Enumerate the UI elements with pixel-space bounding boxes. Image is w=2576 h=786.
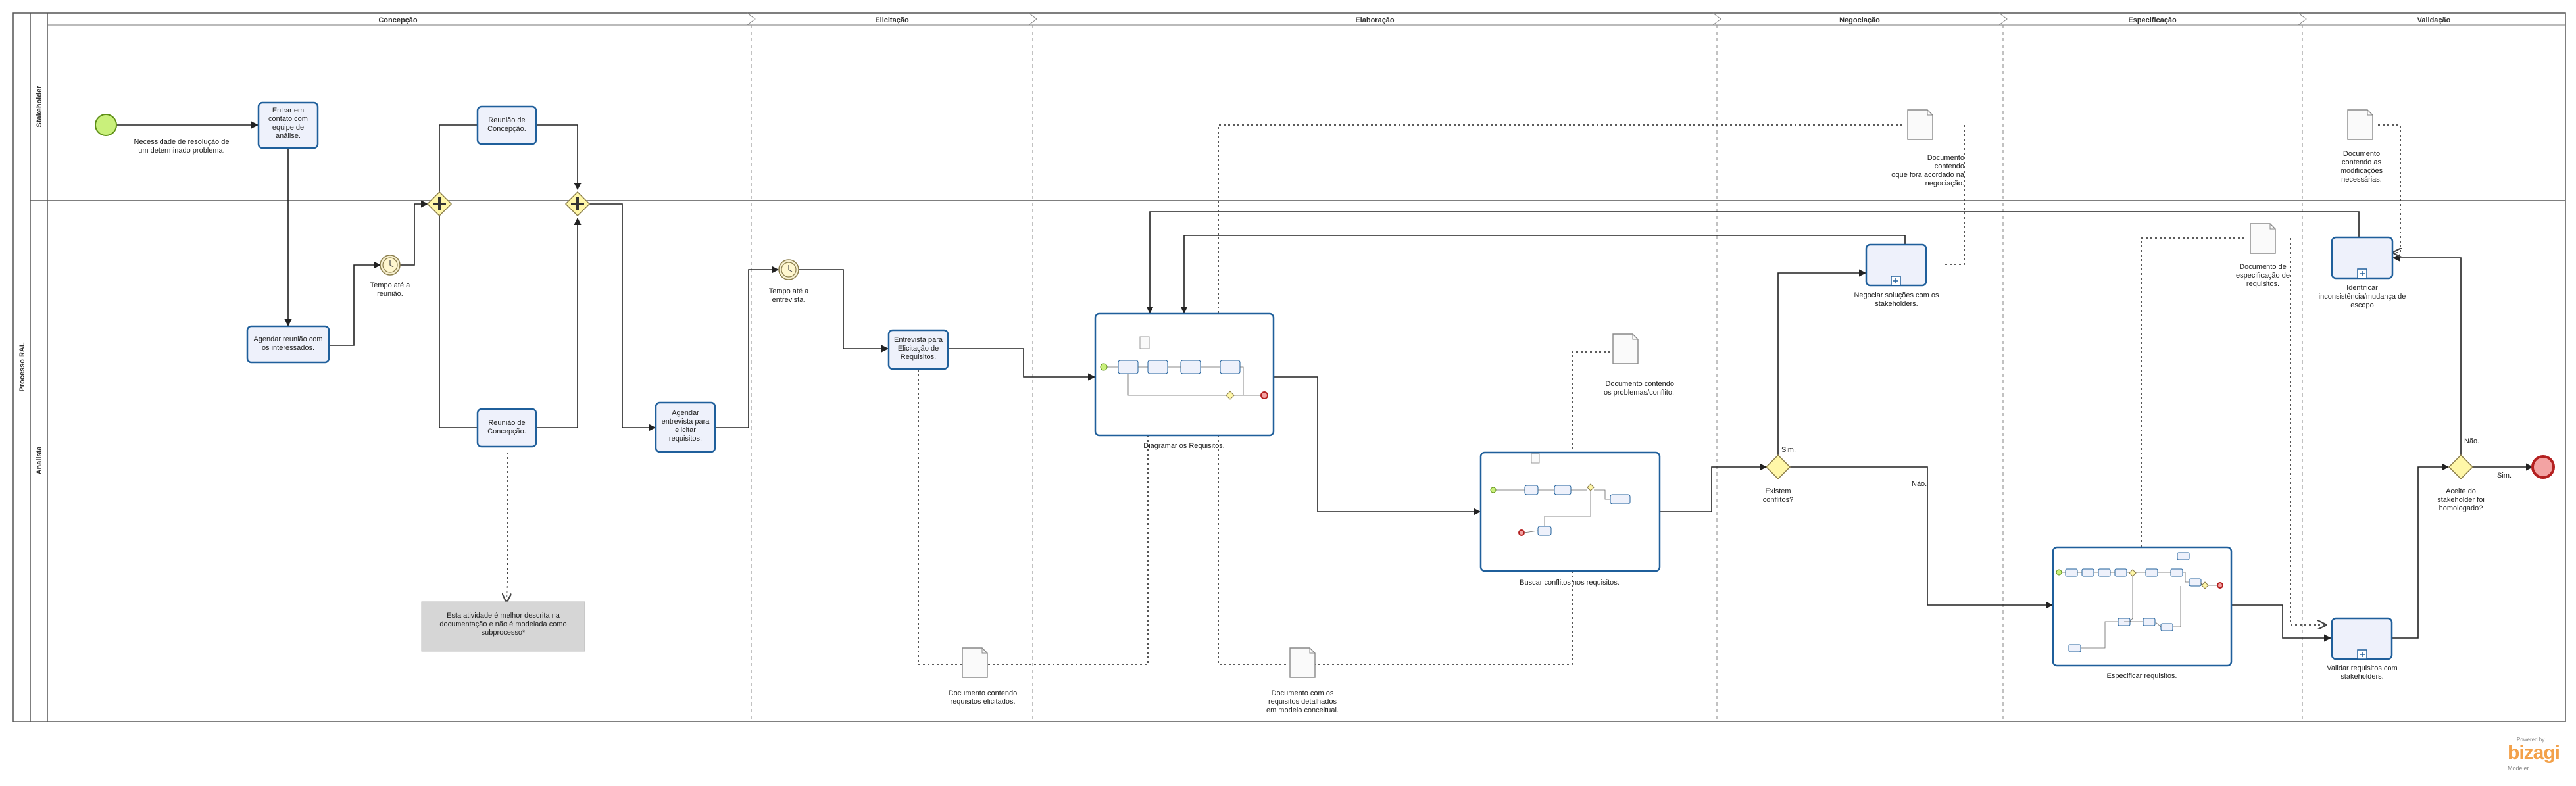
subprocess-identificar[interactable] (2331, 236, 2394, 280)
document-especificacao (2250, 223, 2276, 254)
task-reuniao-concepcao-top[interactable] (476, 105, 537, 145)
document-elicitados (962, 647, 988, 678)
subprocess-validar[interactable] (2331, 617, 2393, 660)
task-entrevista-elicitacao[interactable] (887, 329, 949, 370)
task-agendar-entrevista[interactable] (655, 401, 716, 453)
timer-event-entrevista-label: Tempo até a entrevista. (768, 287, 809, 304)
pool-title: Processo RAL (18, 342, 26, 391)
phase-validacao: Validação (2417, 16, 2451, 24)
phase-elaboracao: Elaboração (1355, 16, 1395, 24)
subprocess-diagramar-miniature (1100, 336, 1268, 400)
lane-analista: Analista (36, 446, 43, 475)
lane-stakeholder: Stakeholder (36, 86, 43, 128)
document-negociacao (1907, 109, 1933, 140)
associations (507, 124, 2400, 665)
subprocess-especificar-miniature (2056, 552, 2223, 652)
flow-label-sim-aceite: Sim. (2497, 472, 2512, 479)
phase-elicitacao: Elicitação (875, 16, 909, 24)
subprocess-buscar[interactable] (1479, 451, 1661, 572)
brand-powered-by: Powered by (2517, 737, 2545, 743)
gateway-existem-conflitos (1765, 454, 1791, 480)
document-conflitos (1612, 333, 1639, 364)
start-event-label: Necessidade de resolução de um determina… (134, 138, 230, 155)
phase-especificacao: Especificação (2128, 16, 2177, 24)
task-reuniao-concepcao-bottom[interactable] (476, 408, 537, 448)
gateway-aceite-stakeholder (2448, 454, 2474, 480)
timer-event-entrevista (778, 259, 799, 280)
phase-concepcao: Concepção (378, 16, 418, 24)
document-modificacoes (2347, 109, 2373, 140)
subprocess-diagramar-label: Diagramar os Requisitos. (1143, 442, 1225, 450)
task-entrar-contato[interactable] (257, 101, 319, 149)
subprocess-buscar-miniature (1490, 453, 1631, 536)
end-event (2531, 455, 2555, 479)
document-detalhados (1289, 647, 1316, 678)
parallel-gateway-split (426, 191, 453, 217)
subprocess-especificar-label: Especificar requisitos. (2106, 672, 2177, 680)
parallel-gateway-join (564, 191, 591, 217)
flow-label-sim-conflitos: Sim. (1781, 446, 1796, 454)
sequence-flows (116, 121, 2534, 642)
start-event (95, 114, 117, 136)
timer-event-reuniao (380, 255, 401, 276)
subprocess-especificar[interactable] (2052, 546, 2233, 667)
subprocess-buscar-label: Buscar conflitos nos requisitos. (1520, 579, 1620, 587)
text-annotation (421, 601, 585, 652)
flow-label-nao-aceite: Não. (2464, 437, 2480, 445)
phase-negociacao: Negociação (1839, 16, 1880, 24)
brand-product: Modeler (2508, 765, 2529, 772)
subprocess-negociar[interactable] (1865, 243, 1927, 287)
subprocess-diagramar[interactable] (1094, 312, 1275, 437)
task-agendar-reuniao[interactable] (246, 325, 330, 364)
brand-logo: bizagi (2508, 742, 2560, 764)
timer-event-reuniao-label: Tempo até a reunião. (370, 282, 410, 298)
flow-label-nao-conflitos: Não. (1912, 480, 1927, 488)
